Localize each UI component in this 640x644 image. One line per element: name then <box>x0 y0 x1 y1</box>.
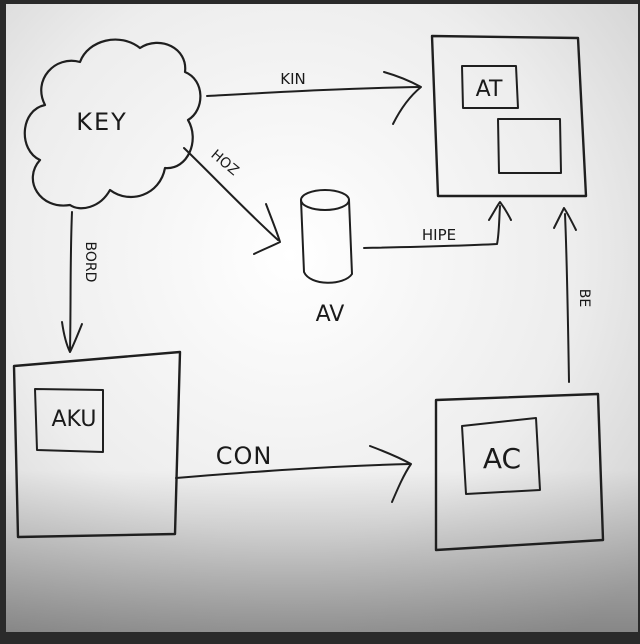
edge-be: BE <box>553 207 592 383</box>
be-line <box>564 213 570 383</box>
hipe-label: HIPE <box>422 226 456 244</box>
at-outer-box <box>430 34 588 198</box>
be-arrowhead <box>553 207 577 231</box>
edge-con: CON <box>175 442 412 503</box>
node-av: AV <box>300 189 353 327</box>
aku-inner-label-box <box>34 388 104 453</box>
bord-line <box>69 211 73 351</box>
edge-hipe: HIPE <box>363 201 512 249</box>
node-key: KEY <box>23 38 202 210</box>
be-label: BE <box>576 289 592 307</box>
hoz-arrowhead <box>253 203 281 255</box>
hoz-line <box>183 147 279 241</box>
kin-label: KIN <box>280 70 305 88</box>
bord-arrowhead <box>61 321 83 353</box>
ac-outer-box <box>434 392 605 552</box>
cylinder-body <box>300 199 353 284</box>
cloud-shape <box>23 38 202 210</box>
ac-label: AC <box>483 442 521 475</box>
kin-arrowhead <box>383 71 422 125</box>
con-line <box>175 463 411 479</box>
edge-kin: KIN <box>206 70 422 125</box>
con-arrowhead <box>369 445 412 503</box>
aku-label: AKU <box>52 407 97 432</box>
av-label: AV <box>316 302 345 327</box>
hipe-arrowhead <box>488 201 512 221</box>
at-inner-label-box <box>461 65 519 109</box>
paper-shadow <box>6 470 638 632</box>
hipe-line <box>363 205 501 249</box>
node-ac: AC <box>434 392 605 552</box>
node-at: AT <box>430 34 588 198</box>
at-label: AT <box>476 77 503 102</box>
bord-label: BORD <box>82 242 98 283</box>
edge-bord: BORD <box>61 211 98 353</box>
at-inner-box <box>497 118 562 174</box>
con-label: CON <box>216 442 273 470</box>
kin-line <box>206 86 421 97</box>
aku-outer-box <box>12 350 182 539</box>
ac-inner-label-box <box>461 417 541 495</box>
key-label: KEY <box>76 108 128 136</box>
node-aku: AKU <box>12 350 182 539</box>
